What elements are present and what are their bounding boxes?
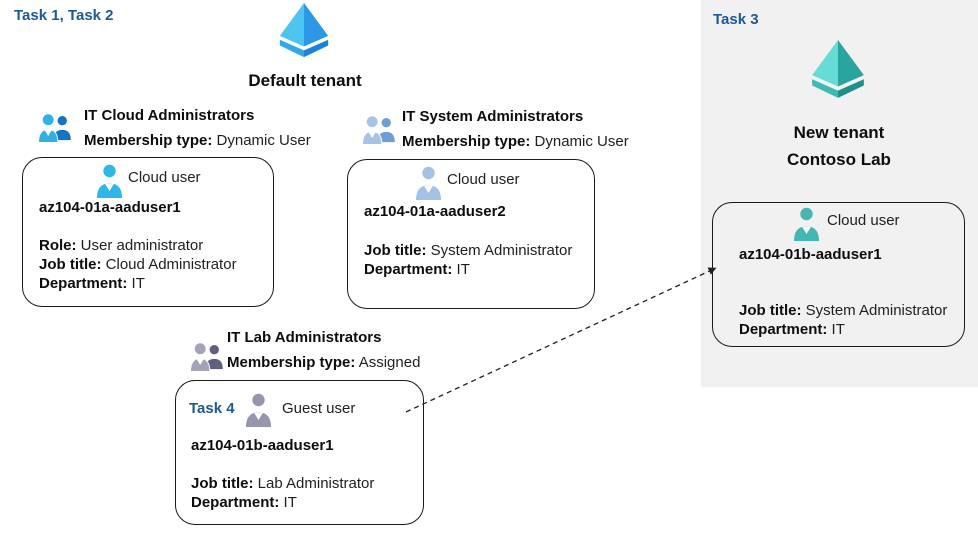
field-department: Department: IT (191, 494, 297, 511)
field-department: Department: IT (739, 321, 845, 338)
user-type-label: Cloud user (827, 212, 900, 229)
field-job-title: Job title: System Administrator (364, 242, 573, 259)
person-icon (415, 166, 442, 200)
field-role: Role: User administrator (39, 237, 204, 254)
user-card-new-tenant: Cloud user az104-01b-aaduser1 Job title:… (712, 202, 965, 347)
username: az104-01b-aaduser1 (191, 437, 334, 454)
field-department: Department: IT (364, 261, 470, 278)
user-group-icon (362, 113, 395, 145)
group-membership: Membership type: Assigned (227, 354, 421, 371)
field-job-title: Job title: Lab Administrator (191, 475, 375, 492)
person-icon (793, 207, 820, 241)
group-name: IT System Administrators (402, 108, 584, 125)
user-type-label: Guest user (282, 400, 356, 417)
username: az104-01a-aaduser1 (39, 199, 181, 216)
user-card-aaduser1: Cloud user az104-01a-aaduser1 Role: User… (22, 157, 274, 307)
group-membership: Membership type: Dynamic User (402, 133, 629, 150)
field-job-title: Job title: Cloud Administrator (39, 256, 237, 273)
new-tenant-label-line2: Contoso Lab (787, 150, 891, 169)
user-card-aaduser2: Cloud user az104-01a-aaduser2 Job title:… (347, 159, 595, 309)
task-label-right: Task 3 (713, 11, 759, 28)
azure-ad-tenant-icon (271, 3, 337, 61)
group-membership: Membership type: Dynamic User (84, 132, 311, 149)
user-group-icon (190, 340, 223, 372)
group-name: IT Cloud Administrators (84, 107, 255, 124)
task-label-guest: Task 4 (189, 400, 235, 417)
user-type-label: Cloud user (447, 171, 520, 188)
guest-user-card: Task 4 Guest user az104-01b-aaduser1 Job… (175, 380, 424, 525)
person-icon (245, 393, 272, 427)
azure-ad-tenant-icon (802, 40, 874, 102)
field-job-title: Job title: System Administrator (739, 302, 948, 319)
new-tenant-label-line1: New tenant (793, 123, 885, 142)
group-name: IT Lab Administrators (227, 329, 382, 346)
field-department: Department: IT (39, 275, 145, 292)
user-type-label: Cloud user (128, 169, 201, 186)
task-label-left: Task 1, Task 2 (14, 7, 114, 24)
username: az104-01a-aaduser2 (364, 203, 506, 220)
default-tenant-label: Default tenant (248, 71, 362, 90)
user-group-icon (38, 111, 71, 143)
person-icon (96, 164, 123, 198)
username: az104-01b-aaduser1 (739, 246, 882, 263)
